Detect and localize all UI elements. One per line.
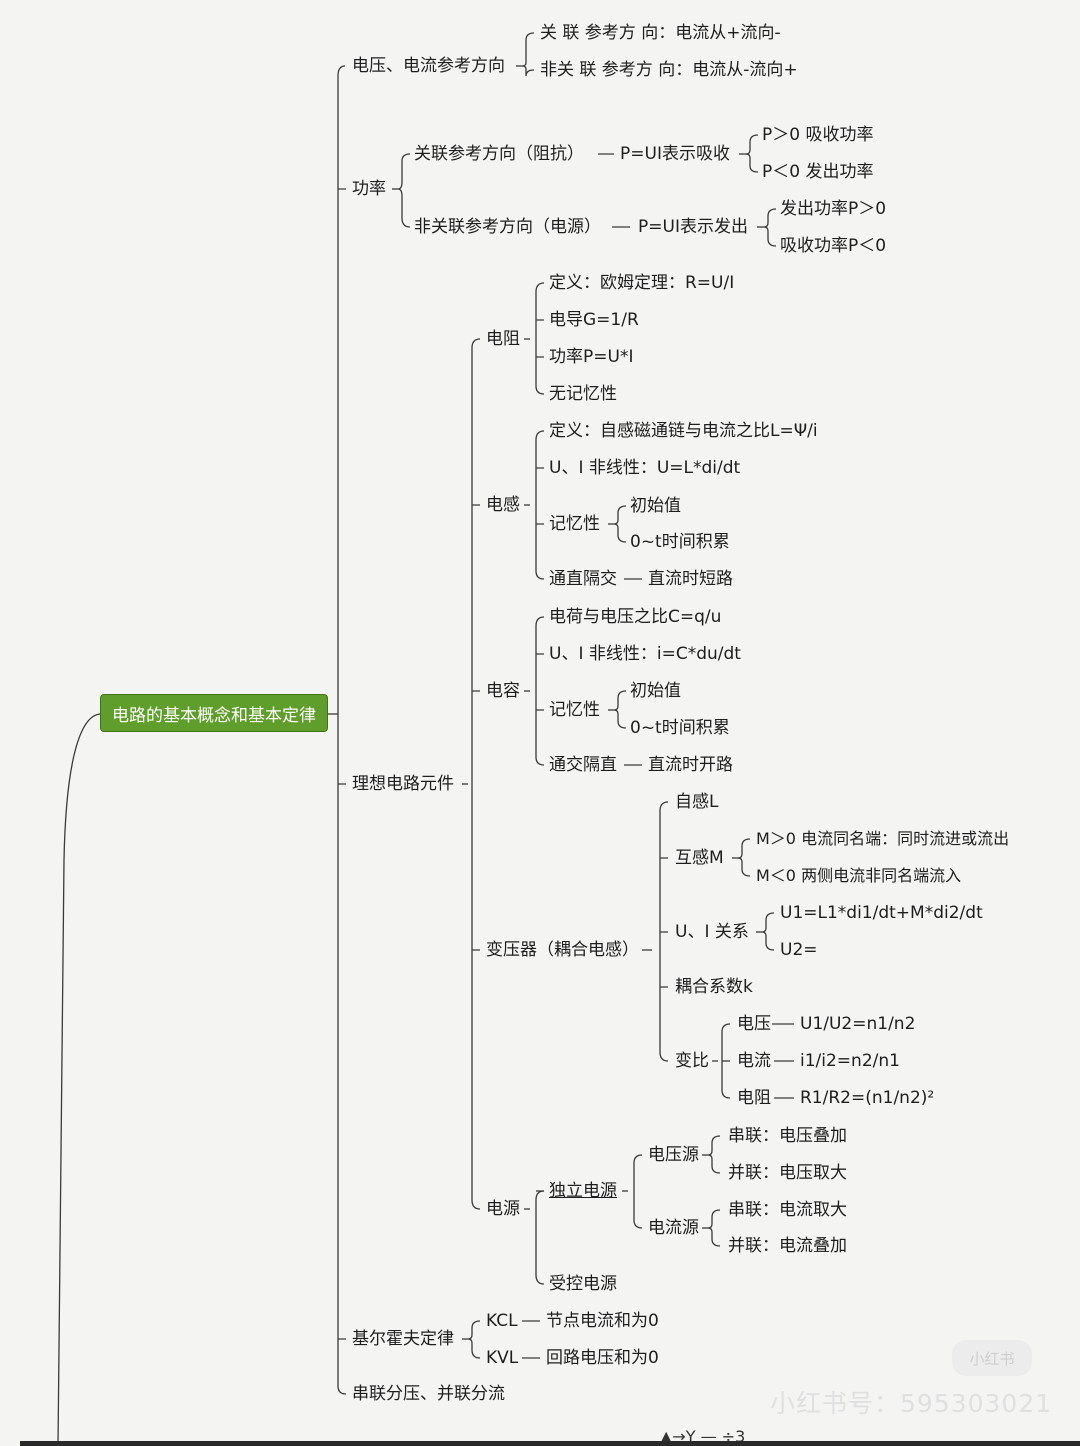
node-capacitor-mem-a[interactable]: 初始值 — [630, 681, 681, 701]
watermark-id: 小红书号：595303021 — [770, 1389, 1053, 1418]
topic-power[interactable]: 功率 — [352, 179, 386, 199]
node-power-nonassoc-formula[interactable]: P=UI表示发出 — [638, 217, 748, 237]
node-tf-ratio-i[interactable]: 电流 — [737, 1051, 771, 1071]
node-tf-self[interactable]: 自感L — [675, 792, 719, 812]
node-capacitor-ac-b[interactable]: 直流时开路 — [648, 755, 733, 775]
node-source-vs-s[interactable]: 串联：电压叠加 — [728, 1126, 847, 1146]
node-source-indep[interactable]: 独立电源 — [549, 1181, 617, 1201]
node-direction-assoc[interactable]: 关 联 参考方 向：电流从+流向- — [540, 23, 781, 43]
node-tf-k[interactable]: 耦合系数k — [675, 977, 753, 997]
node-source-cs-p[interactable]: 并联：电流叠加 — [728, 1236, 847, 1256]
root-tail-line — [57, 713, 101, 1446]
node-capacitor-ac[interactable]: 通交隔直 — [549, 755, 617, 775]
node-tf-ratio-r[interactable]: 电阻 — [737, 1088, 771, 1108]
node-resistor-def[interactable]: 定义：欧姆定理：R=U/I — [549, 273, 735, 293]
node-kcl-b[interactable]: 节点电流和为0 — [546, 1311, 659, 1331]
node-tf-mutual[interactable]: 互感M — [675, 848, 724, 868]
node-tf-ui[interactable]: U、I 关系 — [675, 922, 749, 942]
node-tf-ratio-r-f[interactable]: R1/R2=(n1/n2)² — [800, 1088, 935, 1108]
node-source-cs-s[interactable]: 串联：电流取大 — [728, 1200, 847, 1220]
bottom-edge-bar — [20, 1441, 1080, 1446]
watermark-logo: 小红书 — [952, 1340, 1032, 1376]
topic-elements[interactable]: 理想电路元件 — [352, 774, 454, 794]
node-power-assoc-neg[interactable]: P＜0 发出功率 — [762, 162, 874, 182]
node-capacitor-mem-b[interactable]: 0~t时间积累 — [630, 718, 730, 738]
node-inductor-ui[interactable]: U、I 非线性：U=L*di/dt — [549, 458, 741, 478]
node-power-assoc-pos[interactable]: P＞0 吸收功率 — [762, 125, 874, 145]
node-power-assoc[interactable]: 关联参考方向（阻抗） — [414, 144, 584, 164]
node-inductor-mem[interactable]: 记忆性 — [549, 514, 600, 534]
node-tf-m-neg[interactable]: M＜0 两侧电流非同名端流入 — [756, 866, 962, 885]
node-source[interactable]: 电源 — [486, 1199, 520, 1219]
node-direction-nonassoc[interactable]: 非关 联 参考方 向：电流从-流向+ — [540, 60, 798, 80]
node-transformer[interactable]: 变压器（耦合电感） — [486, 940, 639, 960]
node-kvl[interactable]: KVL — [486, 1348, 519, 1368]
node-source-vs[interactable]: 电压源 — [648, 1145, 699, 1165]
node-tf-m-pos[interactable]: M＞0 电流同名端：同时流进或流出 — [756, 829, 1010, 848]
node-resistor-g[interactable]: 电导G=1/R — [549, 310, 639, 330]
topic-direction[interactable]: 电压、电流参考方向 — [352, 56, 505, 76]
node-tf-ratio-v-f[interactable]: U1/U2=n1/n2 — [800, 1014, 916, 1034]
node-tf-u1[interactable]: U1=L1*di1/dt+M*di2/dt — [780, 903, 983, 923]
node-inductor-mem-a[interactable]: 初始值 — [630, 496, 681, 516]
node-kvl-b[interactable]: 回路电压和为0 — [546, 1348, 659, 1368]
node-power-nonassoc-pos[interactable]: 发出功率P＞0 — [780, 199, 887, 219]
node-capacitor-mem[interactable]: 记忆性 — [549, 700, 600, 720]
node-source-cs[interactable]: 电流源 — [648, 1218, 699, 1238]
node-power-nonassoc-neg[interactable]: 吸收功率P＜0 — [780, 236, 887, 256]
node-tf-ratio[interactable]: 变比 — [675, 1051, 709, 1071]
node-capacitor-def[interactable]: 电荷与电压之比C=q/u — [549, 607, 722, 627]
node-source-dep[interactable]: 受控电源 — [549, 1274, 617, 1294]
node-inductor[interactable]: 电感 — [486, 495, 520, 515]
node-resistor-mem[interactable]: 无记忆性 — [549, 384, 617, 404]
node-resistor-p[interactable]: 功率P=U*I — [549, 347, 634, 367]
node-tf-ratio-i-f[interactable]: i1/i2=n2/n1 — [800, 1051, 900, 1071]
node-inductor-dc-b[interactable]: 直流时短路 — [648, 569, 733, 589]
topic-kirchhoff[interactable]: 基尔霍夫定律 — [352, 1329, 454, 1349]
node-kcl[interactable]: KCL — [486, 1311, 518, 1331]
node-resistor[interactable]: 电阻 — [486, 329, 520, 349]
node-source-vs-p[interactable]: 并联：电压取大 — [728, 1163, 847, 1183]
root-topic[interactable]: 电路的基本概念和基本定律 — [100, 694, 328, 732]
node-capacitor-ui[interactable]: U、I 非线性：i=C*du/dt — [549, 644, 741, 664]
node-power-assoc-formula[interactable]: P=UI表示吸收 — [620, 144, 730, 164]
node-inductor-def[interactable]: 定义：自感磁通链与电流之比L=Ψ/i — [549, 421, 818, 441]
node-power-nonassoc[interactable]: 非关联参考方向（电源） — [414, 217, 601, 237]
node-capacitor[interactable]: 电容 — [486, 681, 520, 701]
node-inductor-mem-b[interactable]: 0~t时间积累 — [630, 532, 730, 552]
node-tf-u2[interactable]: U2= — [780, 940, 818, 960]
topic-series-parallel[interactable]: 串联分压、并联分流 — [352, 1384, 505, 1404]
node-tf-ratio-v[interactable]: 电压 — [737, 1014, 771, 1034]
node-inductor-dc[interactable]: 通直隔交 — [549, 569, 617, 589]
main-trunk — [337, 65, 347, 1395]
